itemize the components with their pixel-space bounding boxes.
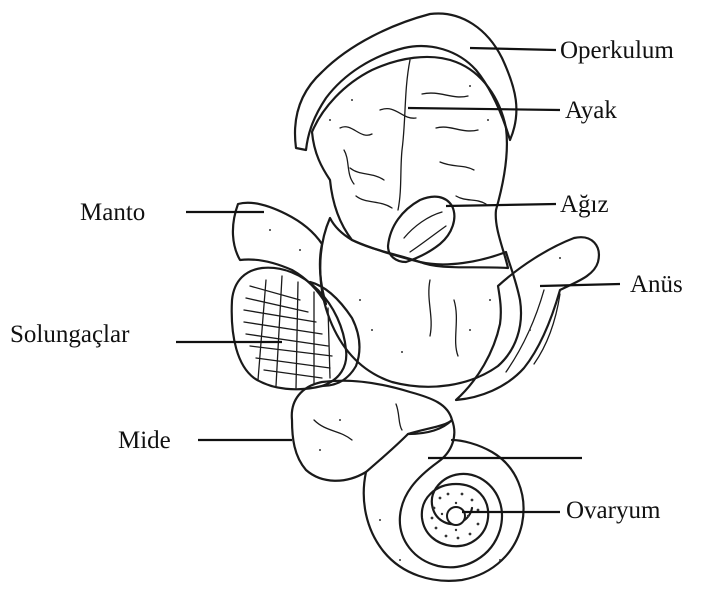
anus-leader — [540, 284, 620, 286]
mantle-shape — [233, 203, 326, 304]
label-mide: Mide — [118, 427, 171, 454]
anus-mantle-flap — [456, 237, 599, 400]
label-solungaclar: Solungaçlar — [10, 321, 130, 348]
mouth-shape — [388, 197, 454, 262]
labels: Operkulum Ayak Ağız Anüs Manto Solungaçl… — [10, 37, 683, 524]
label-manto: Manto — [80, 199, 145, 226]
body-mass-shape — [320, 218, 521, 387]
body-stipple — [269, 85, 561, 561]
label-agiz: Ağız — [560, 191, 609, 218]
ayak-leader — [408, 108, 560, 110]
operkulum-leader — [470, 48, 556, 50]
agiz-leader — [446, 204, 556, 206]
label-ovaryum: Ovaryum — [566, 497, 661, 524]
label-ayak: Ayak — [565, 97, 617, 124]
foot-shape — [312, 57, 508, 268]
ovary-core — [447, 507, 465, 525]
label-operkulum: Operkulum — [560, 37, 674, 64]
stomach-shape — [292, 381, 452, 481]
label-anus: Anüs — [630, 271, 683, 298]
snail-body-illustration — [232, 13, 599, 580]
